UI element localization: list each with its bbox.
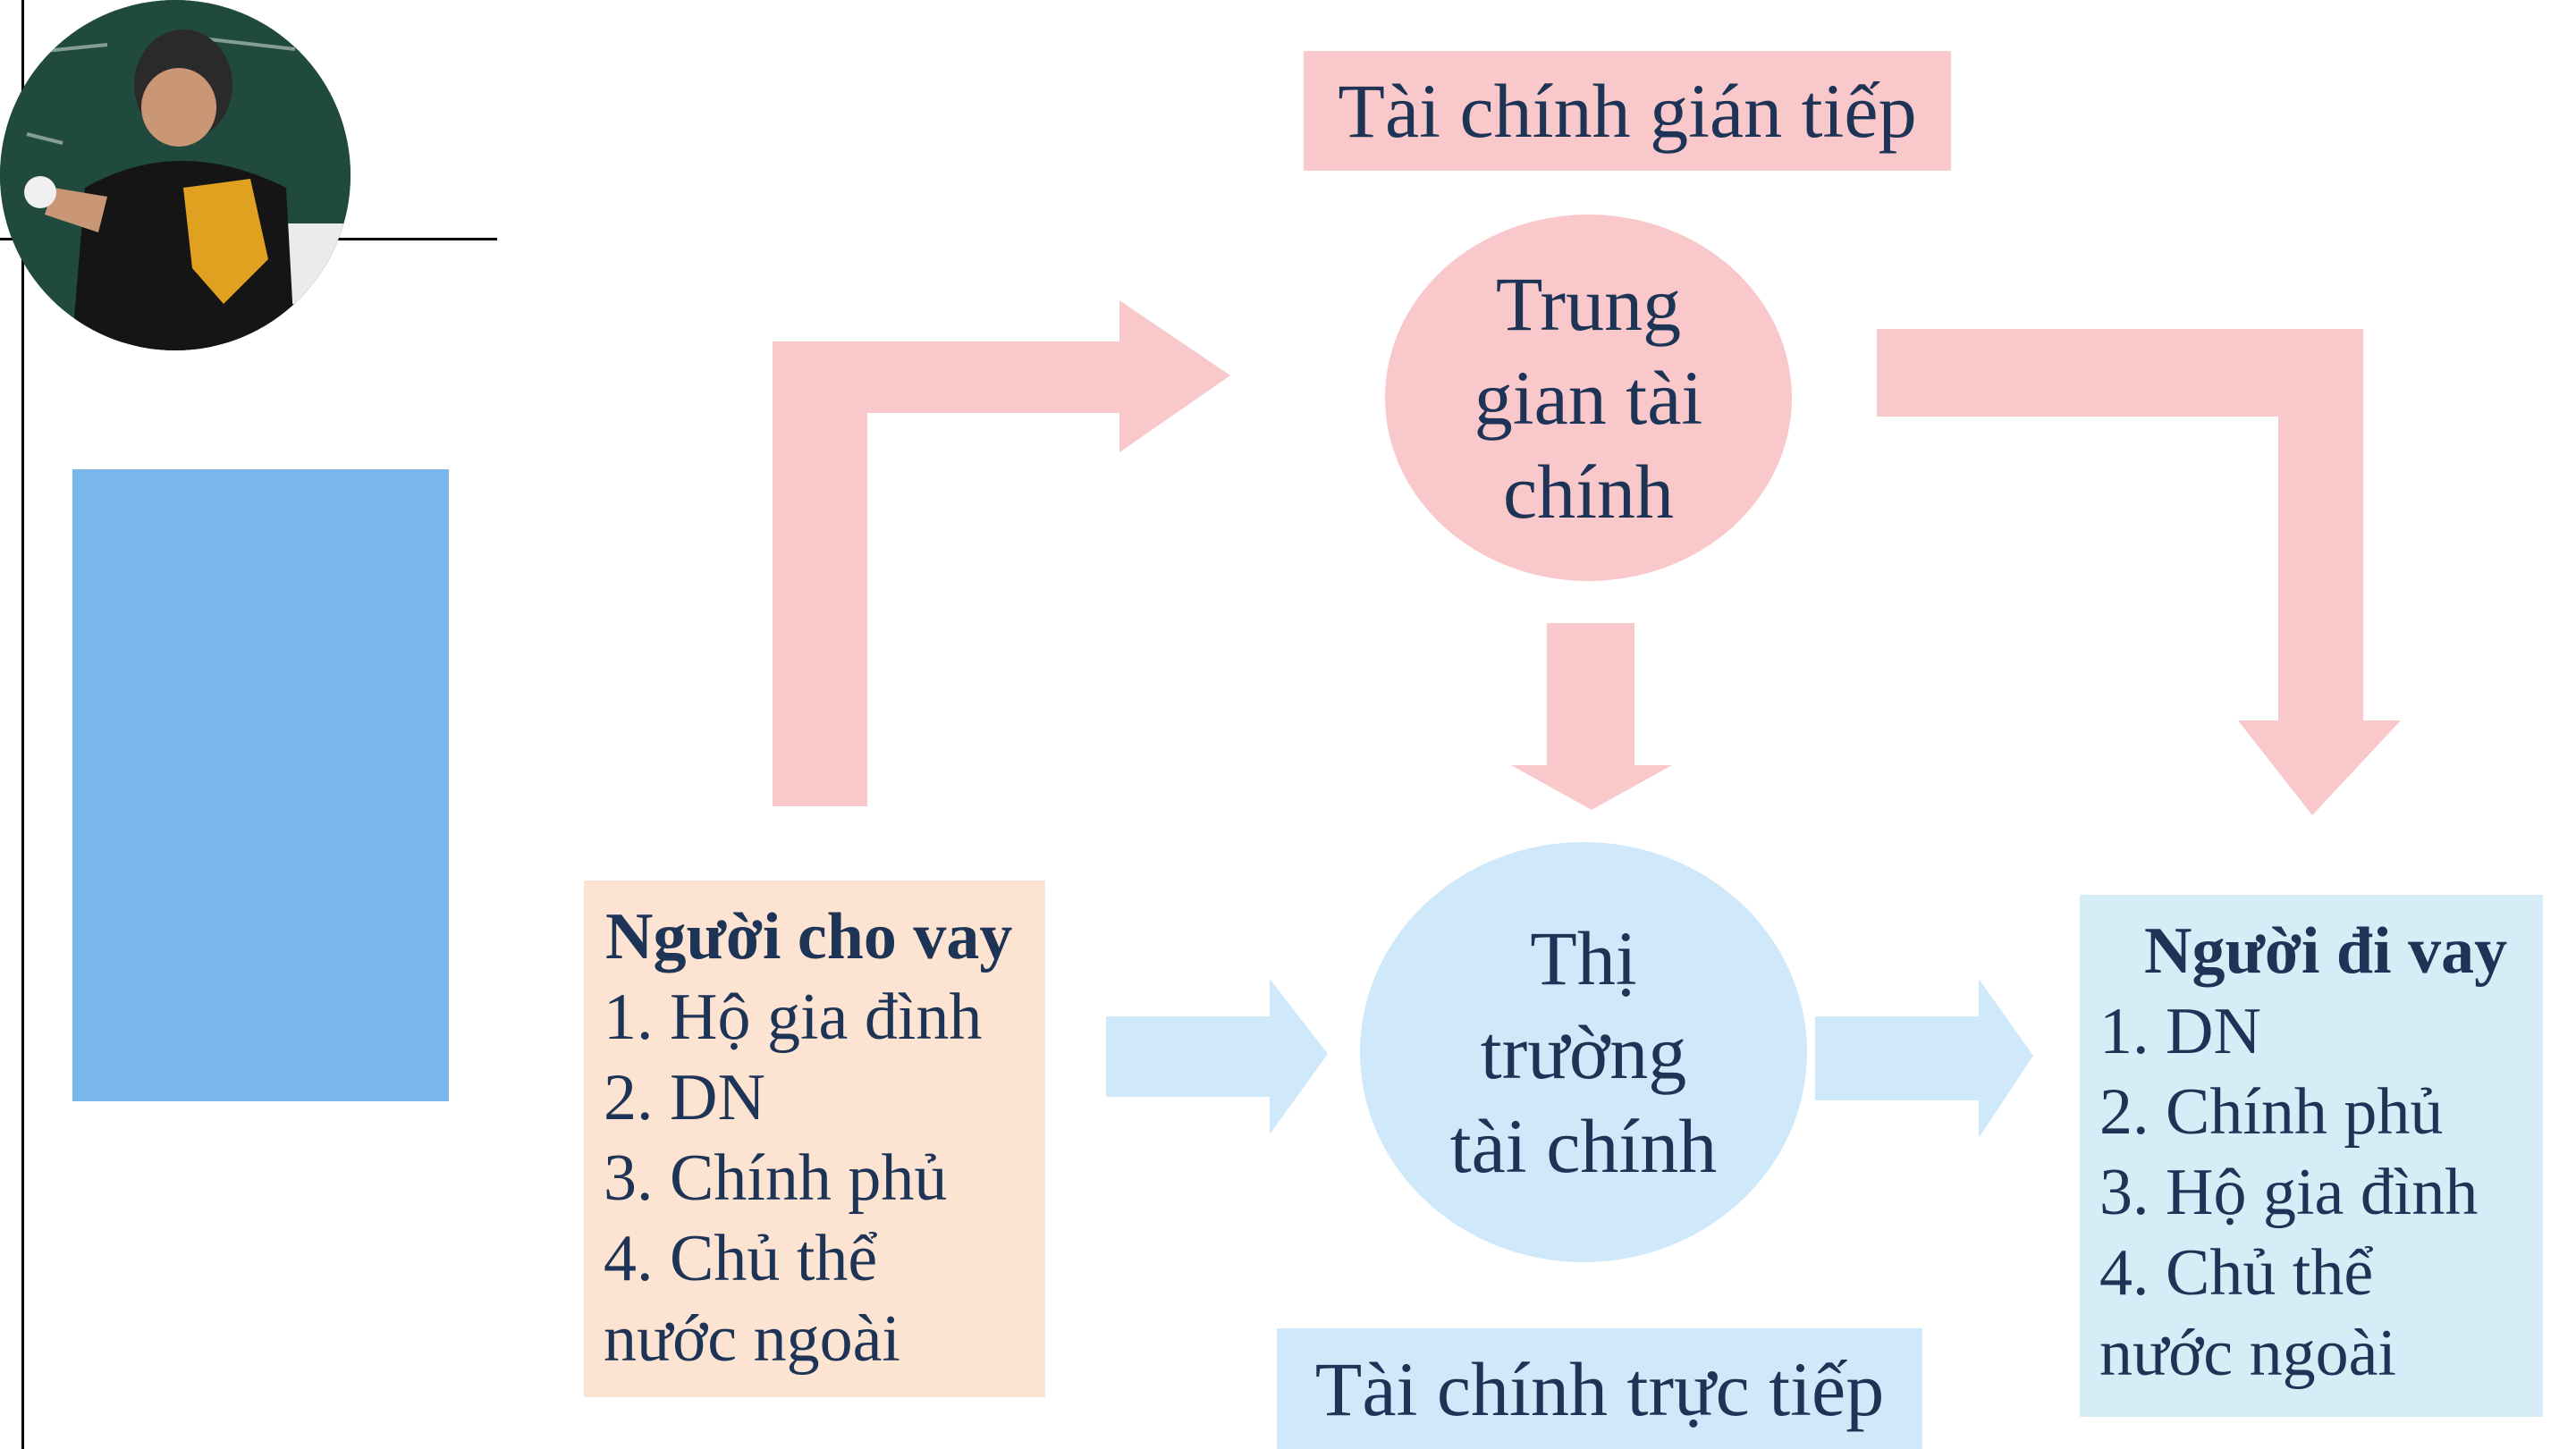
lender-item: 4. Chủ thể [604, 1218, 1045, 1299]
financial-intermediary-node: Trung gian tài chính [1385, 215, 1792, 581]
borrower-item: 4. Chủ thể [2099, 1233, 2543, 1313]
lender-item: 1. Hộ gia đình [604, 977, 1045, 1057]
borrower-item: nước ngoài [2099, 1313, 2543, 1394]
arrow-intermediary-to-market [1511, 623, 1672, 810]
arrow-market-to-borrower [1815, 979, 2033, 1138]
borrowers-box: Người đi vay 1. DN 2. Chính phủ 3. Hộ gi… [2080, 895, 2543, 1417]
indirect-finance-label: Tài chính gián tiếp [1304, 51, 1951, 171]
intermediary-line-1: Trung [1385, 257, 1792, 351]
lender-item: 2. DN [604, 1057, 1045, 1138]
arrow-lender-to-intermediary [773, 300, 1230, 806]
borrowers-title: Người đi vay [2099, 911, 2543, 991]
direct-finance-label: Tài chính trực tiếp [1277, 1328, 1922, 1449]
market-line-1: Thị [1360, 912, 1807, 1006]
borrower-item: 1. DN [2099, 991, 2543, 1072]
direct-finance-text: Tài chính trực tiếp [1315, 1344, 1884, 1434]
lender-item: nước ngoài [604, 1299, 1045, 1379]
intermediary-line-2: gian tài [1385, 351, 1792, 445]
lenders-title: Người cho vay [604, 897, 1045, 977]
lender-item: 3. Chính phủ [604, 1138, 1045, 1218]
intermediary-line-3: chính [1385, 445, 1792, 539]
market-line-2: trường [1360, 1006, 1807, 1099]
financial-market-node: Thị trường tài chính [1360, 842, 1807, 1262]
borrower-item: 2. Chính phủ [2099, 1072, 2543, 1152]
lenders-box: Người cho vay 1. Hộ gia đình 2. DN 3. Ch… [584, 880, 1045, 1397]
indirect-finance-text: Tài chính gián tiếp [1338, 66, 1916, 156]
arrow-intermediary-to-borrower [1877, 329, 2401, 815]
arrow-lender-to-market [1106, 979, 1328, 1134]
borrower-item: 3. Hộ gia đình [2099, 1152, 2543, 1233]
market-line-3: tài chính [1360, 1099, 1807, 1193]
